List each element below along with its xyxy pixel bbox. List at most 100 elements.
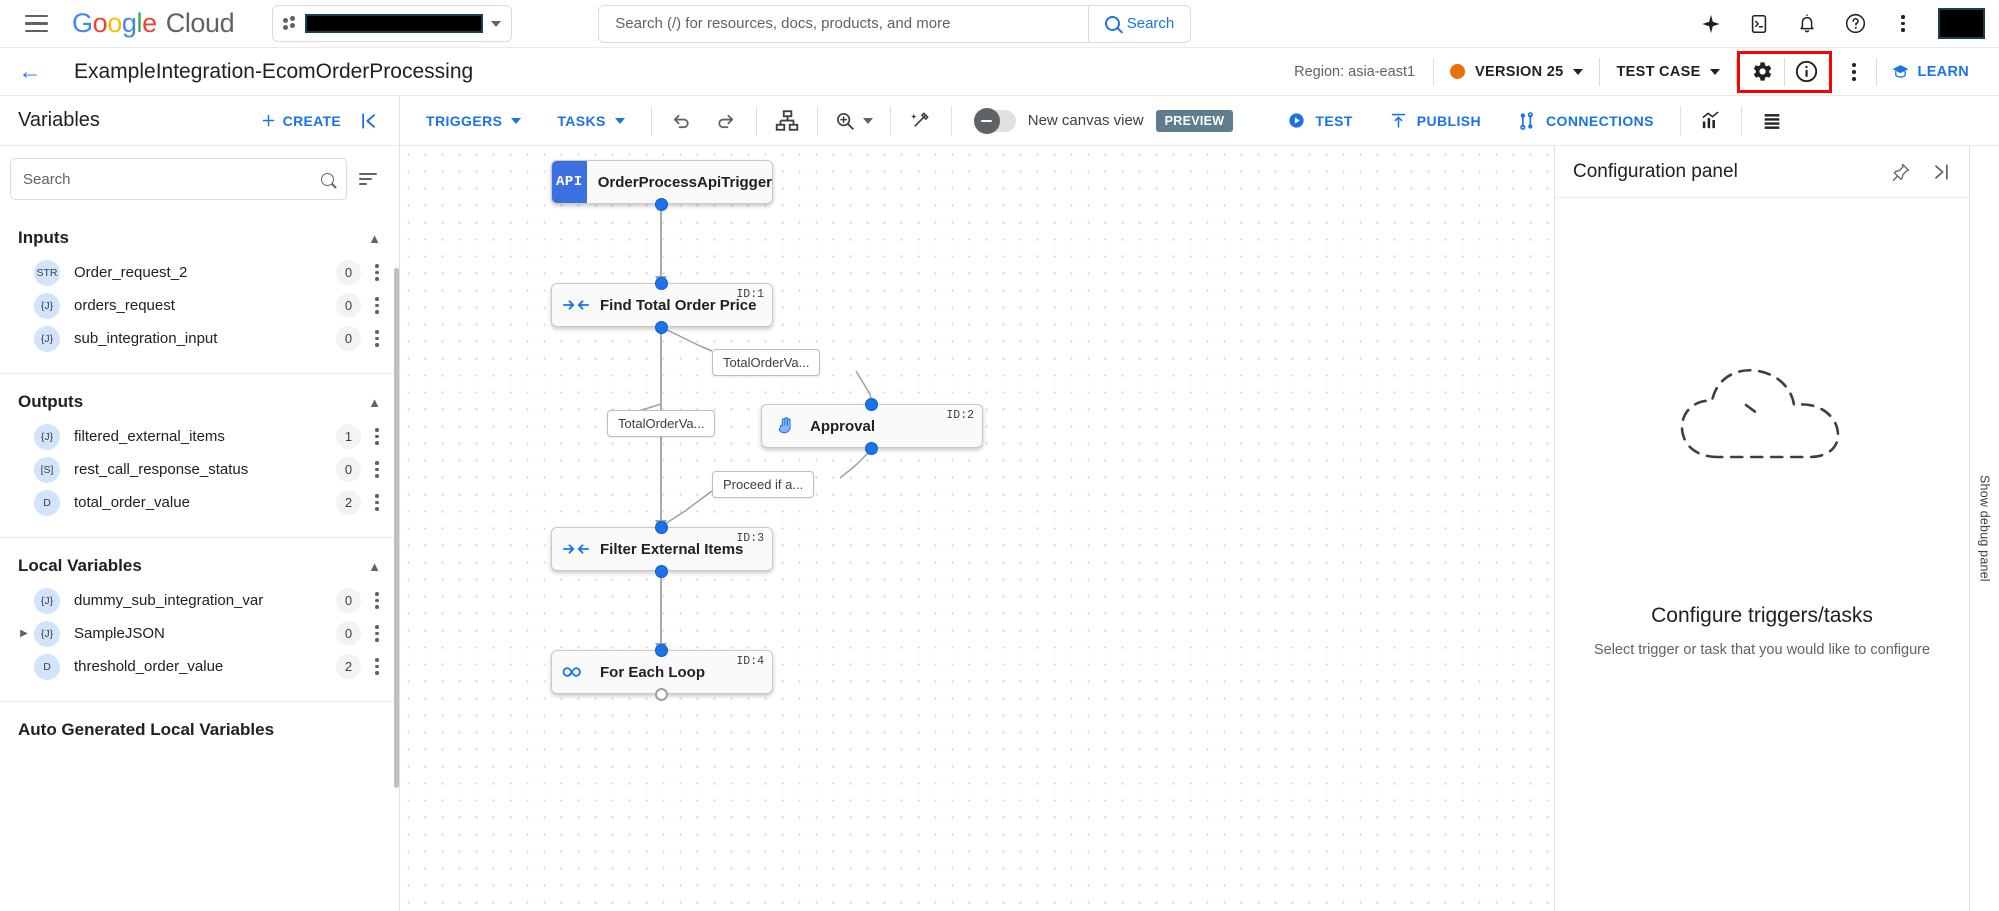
- group-header-outputs[interactable]: Outputs ▲: [0, 388, 399, 420]
- new-canvas-view-label: New canvas view: [1027, 112, 1144, 129]
- node-approval[interactable]: Approval ID:2: [761, 404, 983, 448]
- row-more-icon[interactable]: [365, 494, 389, 511]
- row-expander-icon[interactable]: ▶: [20, 628, 28, 639]
- node-id: ID:4: [736, 655, 764, 668]
- auto-layout-icon[interactable]: [765, 101, 809, 141]
- row-more-icon[interactable]: [365, 461, 389, 478]
- node-filter-external-items[interactable]: Filter External Items ID:3: [551, 527, 773, 571]
- sidebar-scrollbar[interactable]: [394, 268, 399, 788]
- node-output-port[interactable]: [655, 321, 668, 334]
- node-input-port[interactable]: [655, 277, 668, 290]
- variable-row[interactable]: D threshold_order_value 2: [0, 650, 399, 683]
- node-output-port[interactable]: [655, 565, 668, 578]
- variable-count: 0: [336, 260, 361, 285]
- project-selector[interactable]: [272, 5, 513, 42]
- variable-count: 2: [336, 490, 361, 515]
- logs-list-icon[interactable]: [1750, 101, 1794, 141]
- help-question-icon[interactable]: [1834, 3, 1876, 45]
- test-button[interactable]: TEST: [1269, 101, 1370, 141]
- cloud-shell-icon[interactable]: [1738, 3, 1780, 45]
- header-more-vert-icon[interactable]: [1882, 3, 1924, 45]
- variable-row[interactable]: {J} orders_request 0: [0, 289, 399, 322]
- connections-label: CONNECTIONS: [1546, 112, 1654, 129]
- expand-right-icon[interactable]: [1923, 154, 1959, 190]
- row-more-icon[interactable]: [365, 625, 389, 642]
- gemini-sparkle-icon[interactable]: [1690, 3, 1732, 45]
- hamburger-menu-icon[interactable]: [14, 2, 58, 46]
- variable-row[interactable]: STR Order_request_2 0: [0, 256, 399, 289]
- variable-row[interactable]: [S] rest_call_response_status 0: [0, 453, 399, 486]
- settings-gear-icon[interactable]: [1740, 51, 1784, 93]
- variable-name: total_order_value: [74, 494, 190, 511]
- search-input[interactable]: Search (/) for resources, docs, products…: [615, 15, 951, 32]
- row-more-icon[interactable]: [365, 264, 389, 281]
- new-canvas-view-toggle[interactable]: [973, 107, 1016, 134]
- back-arrow-icon[interactable]: ←: [18, 58, 42, 84]
- config-panel-empty-state: Configure triggers/tasks Select trigger …: [1555, 198, 1969, 911]
- global-search[interactable]: Search (/) for resources, docs, products…: [598, 4, 1192, 43]
- row-more-icon[interactable]: [365, 592, 389, 609]
- node-output-port[interactable]: [655, 198, 668, 211]
- collapse-left-icon[interactable]: [349, 101, 389, 141]
- variable-row[interactable]: ▶ {J} SampleJSON 0: [0, 617, 399, 650]
- triggers-menu[interactable]: TRIGGERS: [408, 101, 539, 141]
- row-more-icon[interactable]: [365, 330, 389, 347]
- row-more-icon[interactable]: [365, 658, 389, 675]
- pin-icon[interactable]: [1883, 154, 1919, 190]
- variable-row[interactable]: {J} filtered_external_items 1: [0, 420, 399, 453]
- edge-label[interactable]: Proceed if a...: [712, 471, 815, 498]
- node-for-each-loop[interactable]: For Each Loop ID:4: [551, 650, 773, 694]
- group-header-auto-generated[interactable]: Auto Generated Local Variables: [0, 716, 399, 748]
- search-icon: [321, 172, 334, 186]
- divider: [1875, 57, 1877, 86]
- row-more-icon[interactable]: [365, 297, 389, 314]
- magic-wand-icon[interactable]: [899, 101, 943, 141]
- undo-icon[interactable]: [660, 101, 704, 141]
- node-input-port[interactable]: [655, 644, 668, 657]
- node-output-port[interactable]: [655, 688, 668, 701]
- show-debug-panel-rail[interactable]: Show debug panel: [1969, 146, 1999, 911]
- config-panel-title: Configuration panel: [1573, 160, 1738, 182]
- variable-type-badge: [S]: [34, 456, 60, 483]
- notifications-bell-icon[interactable]: [1786, 3, 1828, 45]
- node-order-process-api-trigger[interactable]: API OrderProcessApiTrigger: [551, 160, 773, 204]
- approval-hand-icon: [762, 415, 810, 437]
- node-label: Filter External Items: [600, 540, 744, 558]
- group-title: Outputs: [18, 392, 84, 411]
- connections-button[interactable]: CONNECTIONS: [1499, 101, 1672, 141]
- group-header-local-variables[interactable]: Local Variables ▲: [0, 552, 399, 584]
- google-cloud-logo[interactable]: Google Cloud: [72, 8, 235, 39]
- tasks-menu[interactable]: TASKS: [539, 101, 642, 141]
- variable-name: filtered_external_items: [74, 428, 225, 445]
- play-circle-icon: [1289, 113, 1305, 128]
- group-header-inputs[interactable]: Inputs ▲: [0, 224, 399, 256]
- integration-more-vert-icon[interactable]: [1832, 51, 1876, 93]
- connections-icon: [1520, 111, 1533, 130]
- workflow-canvas[interactable]: API OrderProcessApiTrigger Find Total Or…: [400, 146, 1554, 911]
- google-wordmark: Google: [72, 8, 157, 38]
- version-selector[interactable]: VERSION 25: [1434, 64, 1599, 80]
- row-more-icon[interactable]: [365, 428, 389, 445]
- test-case-selector[interactable]: TEST CASE: [1600, 64, 1735, 80]
- info-circle-icon[interactable]: [1785, 51, 1829, 93]
- variables-search-box[interactable]: [10, 158, 347, 200]
- search-button[interactable]: Search: [1087, 5, 1191, 42]
- search-input[interactable]: [23, 170, 321, 188]
- avatar[interactable]: [1938, 8, 1985, 39]
- redo-icon[interactable]: [704, 101, 748, 141]
- variable-row[interactable]: D total_order_value 2: [0, 486, 399, 519]
- variable-row[interactable]: {J} sub_integration_input 0: [0, 322, 399, 355]
- variable-row[interactable]: {J} dummy_sub_integration_var 0: [0, 584, 399, 617]
- zoom-control[interactable]: [826, 101, 882, 141]
- sort-icon[interactable]: [353, 162, 387, 196]
- edge-label[interactable]: TotalOrderVa...: [607, 410, 716, 437]
- node-input-port[interactable]: [865, 398, 878, 411]
- publish-button[interactable]: PUBLISH: [1371, 101, 1499, 141]
- edge-label[interactable]: TotalOrderVa...: [712, 349, 821, 376]
- node-output-port[interactable]: [865, 442, 878, 455]
- variable-type-badge: {J}: [34, 587, 60, 614]
- create-variable-button[interactable]: CREATE: [253, 113, 349, 129]
- learn-button[interactable]: LEARN: [1877, 62, 1983, 81]
- analytics-chart-icon[interactable]: [1689, 101, 1733, 141]
- node-input-port[interactable]: [655, 521, 668, 534]
